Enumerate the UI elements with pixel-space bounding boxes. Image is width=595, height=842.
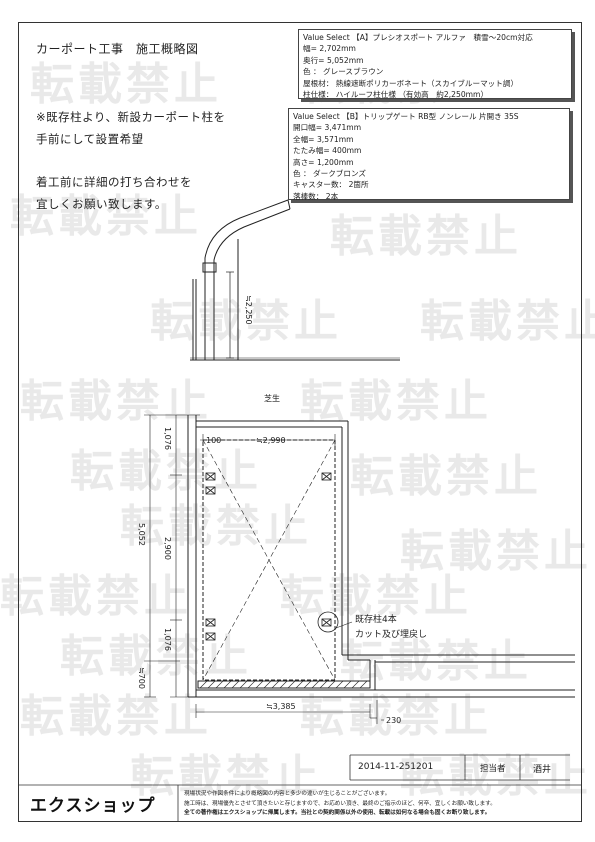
watermark: 転載禁止 <box>120 501 312 552</box>
note-line: 宜しくお願い致します。 <box>36 197 167 211</box>
height-label: ≒2,250 <box>244 295 253 325</box>
spec-box-carport: Value Select 【A】プレシオスポート アルファ 積雪～20cm対応 … <box>298 29 572 99</box>
dimension-lines <box>144 414 384 724</box>
page-title: カーポート工事 施工概略図 <box>36 42 199 56</box>
spec-line: 屋根材： 熱線遮断ポリカーボネート（スカイブルーマット調） <box>303 78 519 88</box>
note-line: 手前にして設置希望 <box>36 132 144 146</box>
dim-100: 100 <box>206 436 221 445</box>
person-name: 酒井 <box>533 765 552 775</box>
dim-230: 230 <box>386 716 401 725</box>
spec-line: 柱仕様： ハイルーフ柱仕様 （有効高 約2,250mm） <box>303 90 489 100</box>
watermark: 転載禁止 <box>300 691 492 742</box>
watermark: 転載禁止 <box>400 751 592 802</box>
dim-1076-bottom: 1,076 <box>163 628 172 651</box>
sheet-border <box>18 22 582 822</box>
watermark: 転載禁止 <box>130 751 322 802</box>
watermark: 転載禁止 <box>300 376 492 427</box>
footer-note: 全ての著作権はエクスショップに帰属します。当社との契約関係以外の使用、転載は如何… <box>184 810 491 816</box>
spec-line: たたみ幅= 400mm <box>293 146 362 156</box>
drawing-code: 2014-11-251201 <box>358 762 434 772</box>
watermark: 転載禁止 <box>350 451 542 502</box>
existing-post-label: カット及び埋戻し <box>355 628 427 640</box>
spec-line: 開口幅= 3,471mm <box>293 123 362 133</box>
footer-note: 施工時は、現場優先とさせて頂きたいと存じますので、お応めい頂き、最終のご指示のほ… <box>184 800 496 807</box>
watermark: 転載禁止 <box>400 526 592 577</box>
watermark: 転載禁止 <box>70 446 262 497</box>
plan-view <box>187 415 575 698</box>
person-label: 担当者 <box>480 764 506 774</box>
spec-line: 幅= 2,702mm <box>303 44 356 54</box>
spec-title: Value Select 【B】トリップゲート RB型 ノンレール 片開き 35… <box>293 112 519 121</box>
watermark: 転載禁止 <box>420 296 595 347</box>
watermark: 転載禁止 <box>20 691 212 742</box>
dim-2900: 2,900 <box>163 537 172 560</box>
watermark: 転載禁止 <box>280 571 472 622</box>
spec-line: 全幅= 3,571mm <box>293 134 354 144</box>
existing-post-label: 既存柱4本 <box>355 613 397 625</box>
dim-1076-top: 1,076 <box>163 427 172 450</box>
watermark: 転載禁止 <box>30 59 222 110</box>
side-elevation <box>190 199 400 361</box>
company-logo: エクスショップ <box>30 796 156 816</box>
footer-note: 現場状況や作図条件により概略図の内容と多少の違いが生じることがございます。 <box>184 791 391 797</box>
watermark: 転載禁止 <box>150 296 342 347</box>
note-line: ※既存柱より、新設カーポート柱を <box>36 110 226 124</box>
dim-5052: 5,052 <box>137 523 146 546</box>
spec-line: 色 ： グレースブラウン <box>303 67 384 77</box>
spec-line: キャスター数： 2箇所 <box>293 180 369 190</box>
watermark: 転載禁止 <box>10 191 202 242</box>
watermark: 転載禁止 <box>0 571 192 622</box>
spec-line: 高さ= 1,200mm <box>293 157 354 167</box>
spec-line: 落棒数： 2本 <box>293 191 339 201</box>
watermark: 転載禁止 <box>20 376 212 427</box>
dim-3385: ≒3,385 <box>266 702 296 711</box>
spec-line: 色 ： ダークブロンズ <box>293 169 367 179</box>
post-markers <box>205 472 339 641</box>
spec-line: 奥行= 5,052mm <box>303 55 364 65</box>
spec-box-gate: Value Select 【B】トリップゲート RB型 ノンレール 片開き 35… <box>288 108 570 201</box>
watermark: 転載禁止 <box>60 631 252 682</box>
height-dimension <box>226 271 234 359</box>
spec-title: Value Select 【A】プレシオスポート アルファ 積雪～20cm対応 <box>303 33 533 42</box>
note-line: 着工前に詳細の打ち合わせを <box>36 175 192 189</box>
dim-700: ≒700 <box>137 667 146 689</box>
dim-2990: ≒2,990 <box>256 436 286 445</box>
footer-boxes <box>18 754 582 821</box>
footer-notes: 現場状況や作図条件により概略図の内容と多少の違いが生じることがございます。 施工… <box>184 790 574 819</box>
watermark: 転載禁止 <box>330 211 522 262</box>
lawn-label: 芝生 <box>264 393 280 403</box>
